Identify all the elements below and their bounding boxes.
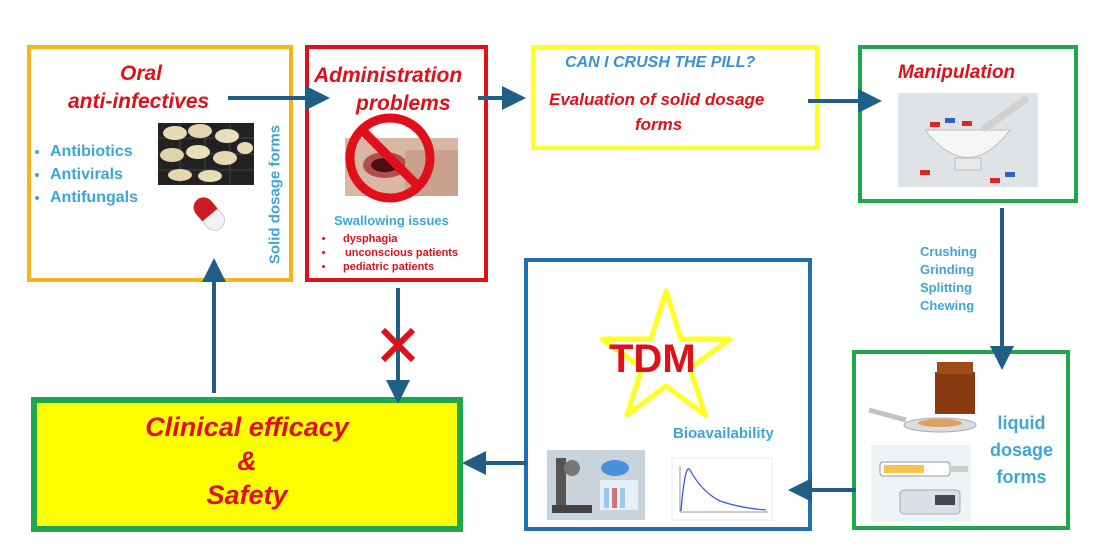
list-item-antibiotics: Antibiotics [50, 140, 138, 163]
method-chewing: Chewing [920, 298, 975, 313]
concentration-time-curve-image [671, 457, 773, 521]
swallowing-issues-list: dysphagia unconscious patients pediatric… [305, 232, 458, 274]
syrup-spoon-image [868, 362, 977, 433]
mortar-pestle-image [898, 93, 1038, 187]
issue-unconscious-patients: unconscious patients [335, 246, 458, 260]
evaluation-line2: forms [635, 115, 683, 134]
clinical-efficacy-box [31, 397, 463, 532]
laboratory-image [547, 450, 645, 520]
no-pill-swallowing-image [345, 113, 458, 203]
clinical-line2: & [237, 446, 257, 476]
anti-infective-list: Antibiotics Antivirals Antifungals [20, 140, 138, 209]
oral-syringe-image [871, 445, 971, 522]
tablets-image [158, 123, 254, 185]
manipulation-title: Manipulation [898, 62, 1016, 83]
swallowing-issues-label: Swallowing issues [334, 213, 449, 228]
crush-pill-box [531, 45, 819, 150]
clinical-line3: Safety [206, 480, 288, 510]
tdm-label: TDM [609, 337, 696, 381]
method-grinding: Grinding [920, 262, 975, 277]
oral-title-line2: anti-infectives [68, 90, 210, 113]
crush-question: CAN I CRUSH THE PILL? [565, 54, 756, 71]
issue-dysphagia: dysphagia [335, 232, 458, 246]
admin-title-line1: Administration [314, 64, 463, 87]
clinical-efficacy-text: Clinical efficacy & Safety [37, 410, 457, 512]
admin-title-line2: problems [356, 92, 451, 115]
clinical-line1: Clinical efficacy [145, 412, 349, 442]
solid-dosage-forms-label: Solid dosage forms [266, 124, 284, 265]
bioavailability-label: Bioavailability [673, 425, 774, 442]
blocked-x-icon [380, 327, 416, 363]
liquid-line2: dosage [990, 440, 1054, 460]
list-item-antivirals: Antivirals [50, 163, 138, 186]
evaluation-line1: Evaluation of solid dosage [549, 90, 765, 109]
method-splitting: Splitting [920, 280, 972, 295]
method-crushing: Crushing [920, 244, 978, 259]
list-item-antifungals: Antifungals [50, 186, 138, 209]
liquid-line3: forms [996, 467, 1047, 487]
issue-pediatric-patients: pediatric patients [335, 260, 458, 274]
liquid-dosage-label: liquid dosage forms [990, 410, 1053, 491]
tdm-star-icon [599, 288, 733, 418]
manipulation-methods: Crushing Grinding Splitting Chewing [920, 243, 977, 315]
oral-title-line1: Oral [120, 62, 163, 85]
liquid-line1: liquid [997, 413, 1046, 433]
capsule-icon [193, 197, 225, 231]
